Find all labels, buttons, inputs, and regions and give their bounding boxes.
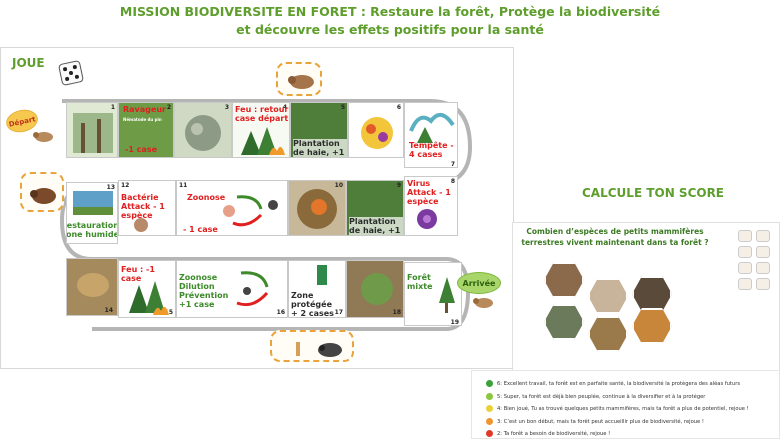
legend-row-4: 4: Bien joué, Tu as trouvé quelques peti… [486, 405, 749, 412]
board-cell-5[interactable]: 5 Plantation de haie, +1 case [290, 102, 348, 158]
board-cell-9[interactable]: 9 Plantation de haie, +1 case [346, 180, 404, 236]
species-hex [544, 262, 584, 298]
board-cell-11[interactable]: 11 Zoonose - 1 case [176, 180, 288, 236]
board-cell-2[interactable]: 2 Ravageur Nématode du pin -1 case [118, 102, 174, 158]
board-cell-16[interactable]: 16 Zoonose Dilution Prévention +1 case [176, 260, 288, 318]
page-title-line1: MISSION BIODIVERSITE EN FORET : Restaure… [119, 4, 661, 19]
legend-row-3: 3: C’est un bon début, mais ta forêt peu… [486, 418, 704, 425]
mouse-icon [473, 298, 493, 308]
species-thumbnail [756, 230, 770, 242]
legend-row-2: 2: Ta forêt a besoin de biodiversité, re… [486, 430, 610, 437]
species-thumbnail [738, 246, 752, 258]
species-thumbnail [756, 278, 770, 290]
animal-bubble-top [276, 62, 322, 96]
animal-bubble-left [20, 172, 64, 212]
board-cell-14[interactable]: 14 [66, 258, 118, 316]
species-thumbnail [756, 262, 770, 274]
mouse-icon [33, 132, 53, 142]
legend-row-6: 6: Excellent travail, ta forêt est en pa… [486, 380, 740, 387]
animal-bubble-bottom [270, 330, 354, 362]
board-cell-19[interactable]: 19 Forêt mixte [404, 262, 462, 326]
board-cell-4[interactable]: 4 Feu : retour case départ [232, 102, 290, 158]
board-cell-1[interactable]: 1 [66, 102, 118, 158]
board-cell-10[interactable]: 10 [288, 180, 346, 236]
board-cell-13[interactable]: 13 Restauration Zone humide [66, 182, 118, 244]
legend-row-5: 5: Super, ta forêt est déjà bien peuplée… [486, 393, 705, 400]
species-hex [632, 276, 672, 312]
board-cell-18[interactable]: 18 [346, 260, 404, 318]
finish-badge: Arrivée [457, 272, 501, 294]
score-title: CALCULE TON SCORE [582, 186, 725, 200]
board-cell-17[interactable]: 17 Zone protégée + 2 cases [288, 260, 346, 318]
score-question: Combien d’espèces de petits mammifères t… [521, 227, 709, 247]
species-hex [588, 316, 628, 352]
board-cell-8[interactable]: 8 Virus Attack - 1 espèce [404, 176, 458, 236]
page-title-line2: et découvre les effets positifs pour la … [236, 22, 544, 37]
score-legend [471, 370, 780, 439]
species-thumbnail [756, 246, 770, 258]
species-hex [544, 304, 584, 340]
species-hex [588, 278, 628, 314]
board-cell-7[interactable]: 7 Tempête - 4 cases [404, 102, 458, 168]
species-thumbnail [738, 262, 752, 274]
species-thumbnail [738, 278, 752, 290]
board-cell-6[interactable]: 6 [348, 102, 404, 158]
board-cell-15[interactable]: 15 Feu : -1 case [118, 260, 176, 318]
play-label: JOUE [12, 56, 45, 70]
board-cell-3[interactable]: 3 [174, 102, 232, 158]
species-thumbnail [738, 230, 752, 242]
species-hex [632, 308, 672, 344]
board-cell-12[interactable]: 12 Bactérie Attack - 1 espèce [118, 180, 176, 236]
